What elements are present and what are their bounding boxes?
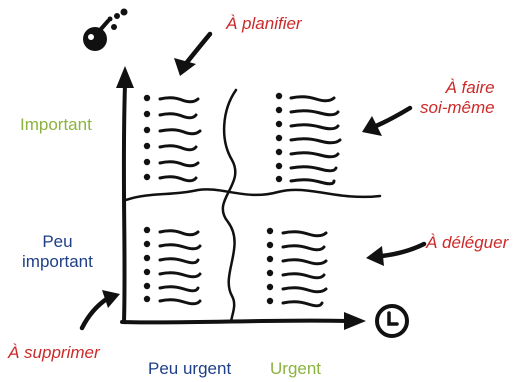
annotation-do-yourself: À faire soi-même <box>420 78 495 117</box>
y-axis <box>116 66 134 324</box>
annotation-plan: À planifier <box>226 14 302 33</box>
arrow-delegate <box>366 241 427 266</box>
task-list-top-right <box>275 92 342 186</box>
x-axis-label-urgent: Urgent <box>270 359 322 378</box>
bomb-icon <box>83 8 128 51</box>
y-axis-label-less-important: Peu important <box>22 232 93 271</box>
arrow-do-yourself <box>362 105 413 136</box>
vertical-divider <box>221 88 238 324</box>
x-axis <box>120 312 366 330</box>
annotation-delete: À supprimer <box>8 343 100 362</box>
annotation-delegate: À déléguer <box>426 233 509 252</box>
task-list-top-left <box>143 94 202 183</box>
y-axis-label-important: Important <box>20 115 92 134</box>
horizontal-divider <box>124 188 382 202</box>
task-list-bottom-left <box>143 226 202 306</box>
arrow-plan <box>174 31 213 76</box>
task-list-bottom-right <box>266 227 328 308</box>
arrow-delete <box>79 290 120 331</box>
clock-icon <box>375 304 409 338</box>
x-axis-label-not-urgent: Peu urgent <box>148 359 232 378</box>
